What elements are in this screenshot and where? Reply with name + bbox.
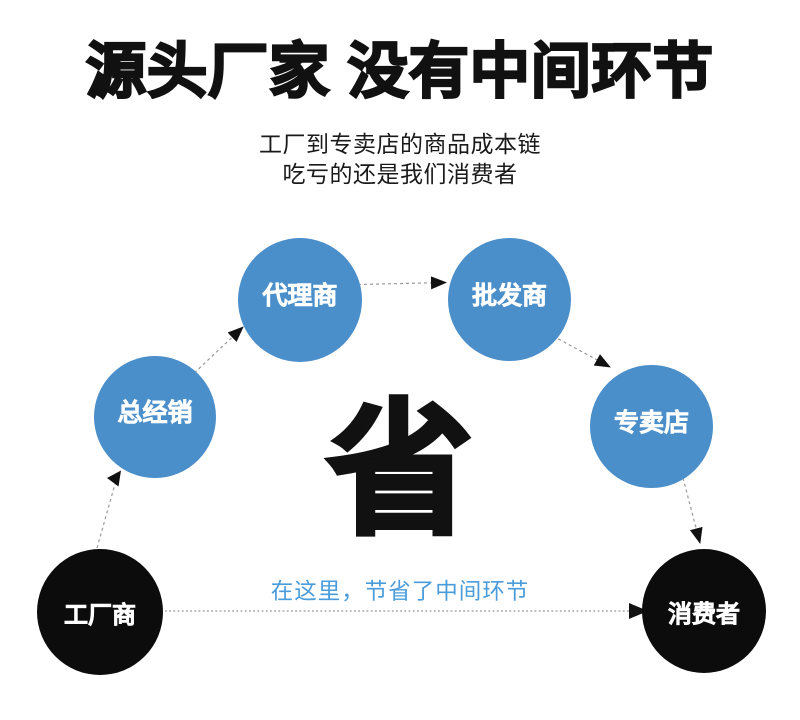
node-factory-label: 工厂商 — [64, 601, 137, 629]
node-specialty-store-label: 专卖店 — [613, 408, 690, 437]
arrow-agent-to-wholesaler — [357, 276, 447, 290]
savings-caption: 在这里，节省了中间环节 — [270, 579, 530, 604]
save-character: 省 — [0, 396, 800, 546]
subtitle-line-1: 工厂到专卖店的商品成本链 — [259, 131, 541, 157]
node-wholesaler-label: 批发商 — [471, 281, 548, 310]
node-general-distributor-label: 总经销 — [117, 399, 193, 428]
arrow-factory-to-general — [96, 483, 116, 549]
subtitle-line-2: 吃亏的还是我们消费者 — [282, 161, 518, 187]
node-general-distributor: 总经销 — [94, 356, 216, 478]
arrow-wholesaler-to-specialty — [552, 335, 611, 368]
node-agent-label: 代理商 — [262, 282, 338, 311]
page-subtitle: 工厂到专卖店的商品成本链 吃亏的还是我们消费者 — [0, 129, 800, 189]
node-consumer: 消费者 — [642, 549, 766, 673]
node-consumer-label: 消费者 — [668, 600, 741, 628]
node-specialty-store: 专卖店 — [590, 365, 713, 488]
node-wholesaler: 批发商 — [448, 238, 571, 361]
page-title: 源头厂家 没有中间环节 — [85, 38, 714, 105]
arrow-general-to-agent — [189, 326, 244, 378]
arrow-specialty-to-consumer — [682, 477, 703, 544]
arrowhead-factory-to-general — [107, 470, 121, 487]
node-agent: 代理商 — [238, 238, 362, 362]
node-factory: 工厂商 — [37, 549, 163, 675]
save-character-glyph: 省 — [325, 389, 475, 552]
